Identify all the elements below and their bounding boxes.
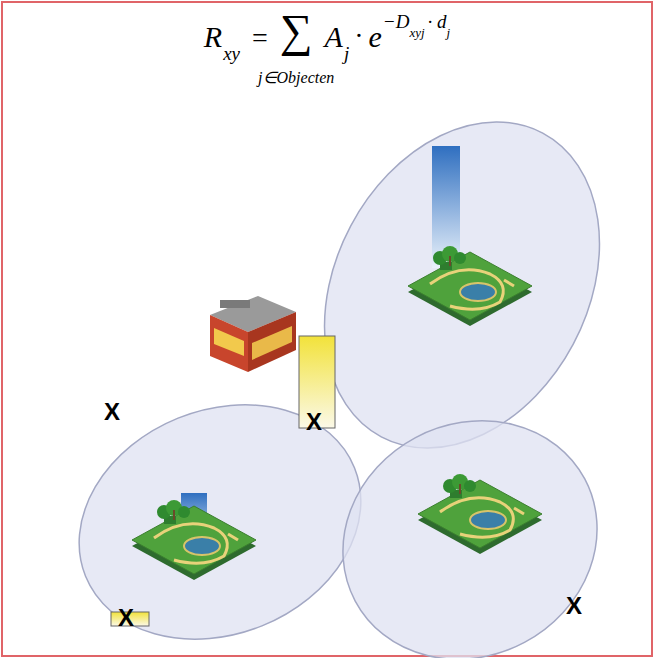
shop-icon [210,296,296,372]
formula-part: R [204,22,222,52]
formula-part: A [325,22,343,52]
formula-part: xyj [409,26,424,39]
influence-areas [44,74,654,658]
formula-part: j [447,26,451,39]
formula-part: xy [223,44,240,63]
park-icon [408,246,532,326]
formula-part: = [252,24,268,52]
formula-part: · [354,22,363,50]
formula-part: j [344,44,349,63]
formula-part: ∑ [280,8,313,54]
park-icon [418,474,542,554]
formula-part: j∈Objecten [258,70,334,86]
location-mark: X [306,410,322,434]
formula-part: · d [428,12,447,31]
park-icon [132,500,256,580]
location-mark: X [104,400,120,424]
location-mark: X [118,606,134,630]
location-mark: X [566,594,582,618]
formula-part: −D [383,12,410,31]
formula-part: e [369,22,382,52]
